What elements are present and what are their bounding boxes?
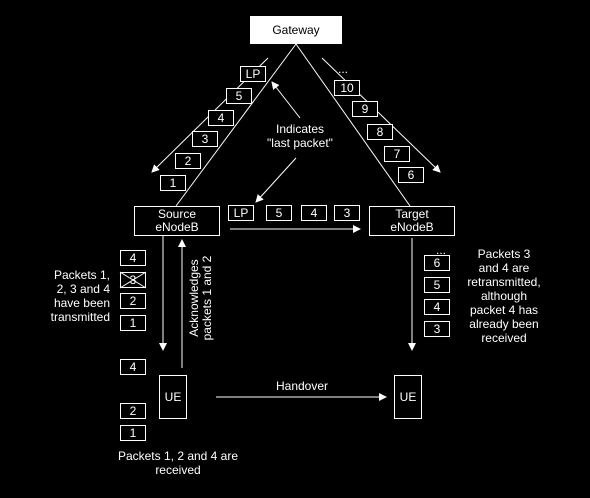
retransmitted-line: although (480, 289, 528, 303)
indicates-pointer-down (255, 157, 297, 203)
gateway-node: Gateway (250, 16, 342, 44)
forwarded-packet: 5 (266, 205, 292, 221)
source-enodeb-node: Source eNodeB (134, 206, 220, 236)
ue-source-node: UE (159, 375, 187, 419)
gateway-to-target-link (295, 43, 411, 207)
received-line1: Packets 1, 2 and 4 are (117, 449, 239, 463)
target-stack-packet: 5 (424, 277, 450, 293)
retransmitted-line: and 4 are (478, 261, 530, 275)
source-label-line1: Source (157, 207, 197, 221)
source-stack-packet: 1 (120, 315, 146, 331)
left-chain-packet: 5 (226, 88, 252, 104)
right-chain-packet: 7 (384, 146, 410, 162)
target-stack-packet: 3 (424, 321, 450, 337)
indicates-pointer-up (271, 81, 301, 119)
right-chain-packet: 6 (398, 167, 424, 183)
retransmitted-line: retransmitted, (467, 275, 541, 289)
indicates-line2: "last packet" (267, 136, 333, 150)
acknowledges-label: Acknowledges packets 1 and 2 (187, 246, 216, 350)
indicates-label: Indicates "last packet" (255, 122, 345, 150)
target-stack-ellipsis: ... (435, 243, 446, 257)
transmitted-line: transmitted (50, 310, 110, 324)
transmitted-line: Packets 1, (53, 268, 110, 282)
left-chain-packet: 2 (175, 153, 201, 169)
left-chain-packet: 1 (160, 175, 186, 191)
ue-source-label: UE (164, 389, 182, 404)
forwarded-packet: 3 (334, 205, 360, 221)
left-chain-packet: 4 (208, 110, 234, 126)
indicates-line1: Indicates (275, 122, 325, 136)
ue-stack-packet: 2 (120, 403, 146, 419)
retransmitted-line: Packets 3 (477, 247, 531, 261)
right-chain-packet: 8 (367, 124, 393, 140)
retransmitted-line: received (481, 331, 527, 345)
received-label: Packets 1, 2 and 4 are received (100, 449, 256, 477)
ue-target-node: UE (394, 375, 422, 419)
ue-stack-packet: 1 (120, 425, 146, 441)
left-chain-packet: 3 (192, 131, 218, 147)
left-chain-packet: LP (240, 66, 266, 82)
gateway-to-source-link (175, 43, 297, 207)
target-label-line2: eNodeB (390, 220, 434, 234)
cross-line-b (119, 271, 147, 289)
target-stack-packet: 4 (424, 299, 450, 315)
retransmitted-line: already been (469, 317, 539, 331)
gateway-label: Gateway (272, 23, 320, 37)
handover-label: Handover (275, 379, 329, 393)
ack-line2: packets 1 and 2 (200, 255, 214, 341)
right-chain-ellipsis: ... (337, 62, 348, 76)
transmitted-line: 2, 3 and 4 (56, 282, 110, 296)
received-line2: received (155, 463, 201, 477)
right-chain-packet: 10 (334, 80, 360, 96)
source-label-line2: eNodeB (155, 220, 199, 234)
forwarded-packet: 4 (301, 205, 327, 221)
target-label-line1: Target (395, 207, 429, 221)
transmitted-label: Packets 1, 2, 3 and 4 have been transmit… (40, 268, 110, 324)
source-stack-packet: 2 (120, 293, 146, 309)
source-stack-packet-crossed: 3 (120, 272, 146, 288)
transmitted-line: have been (53, 296, 110, 310)
retransmitted-label: Packets 3 and 4 are retransmitted, altho… (452, 247, 556, 345)
ue-target-label: UE (399, 389, 417, 404)
source-stack-packet: 4 (120, 250, 146, 266)
target-stack-packet: 6 (424, 255, 450, 271)
flow-arrow-right (321, 57, 441, 173)
ue-stack-packet: 4 (120, 359, 146, 375)
right-chain-packet: 9 (352, 101, 378, 117)
retransmitted-line: packet 4 has (469, 303, 539, 317)
target-enodeb-node: Target eNodeB (369, 206, 455, 236)
forwarded-packet: LP (228, 205, 254, 221)
